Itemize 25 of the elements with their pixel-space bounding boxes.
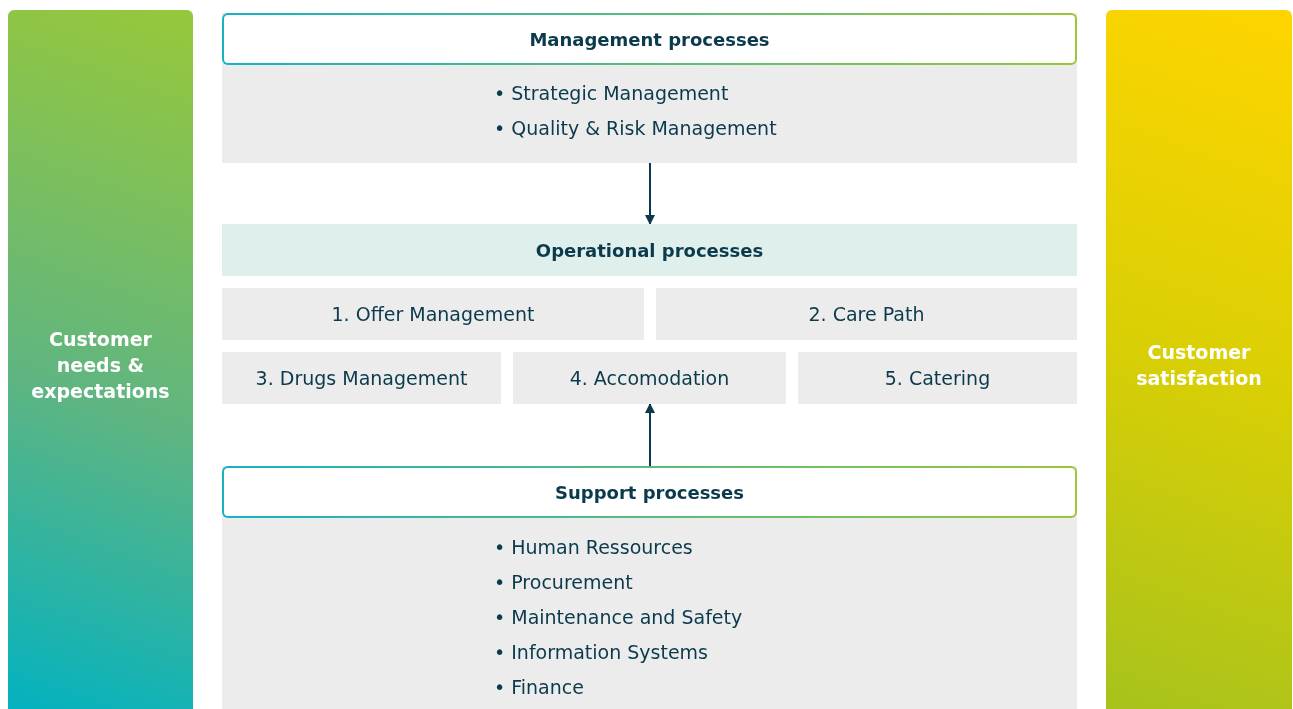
box-label: 5. Catering — [884, 367, 991, 389]
list-item: • Information Systems — [494, 640, 710, 665]
box-label: 2. Care Path — [808, 303, 925, 325]
box-label: 3. Drugs Management — [255, 367, 468, 389]
arrow — [645, 403, 655, 467]
list-item: • Maintenance and Safety — [494, 605, 743, 630]
band-label: Customer satisfaction — [1135, 340, 1263, 391]
list-item: • Procurement — [494, 570, 634, 595]
panel-heading: Support processes — [222, 466, 1077, 518]
side-band — [8, 10, 193, 709]
arrow — [645, 162, 655, 225]
list-item: • Quality & Risk Management — [494, 116, 777, 141]
band-label: Customer needs & expectations — [30, 327, 171, 404]
list-item: • Human Ressources — [494, 535, 694, 560]
process-panel — [222, 13, 1077, 163]
box-label: 1. Offer Management — [331, 303, 535, 325]
box-label: 4. Accomodation — [569, 367, 730, 389]
box-label: Operational processes — [535, 239, 764, 261]
process-panel — [222, 466, 1077, 709]
section-header — [222, 224, 1077, 276]
list-item: • Strategic Management — [494, 81, 730, 106]
panel-heading: Management processes — [222, 13, 1077, 65]
process-box — [513, 352, 786, 404]
side-band — [1106, 10, 1292, 709]
list-item: • Finance — [494, 675, 585, 700]
